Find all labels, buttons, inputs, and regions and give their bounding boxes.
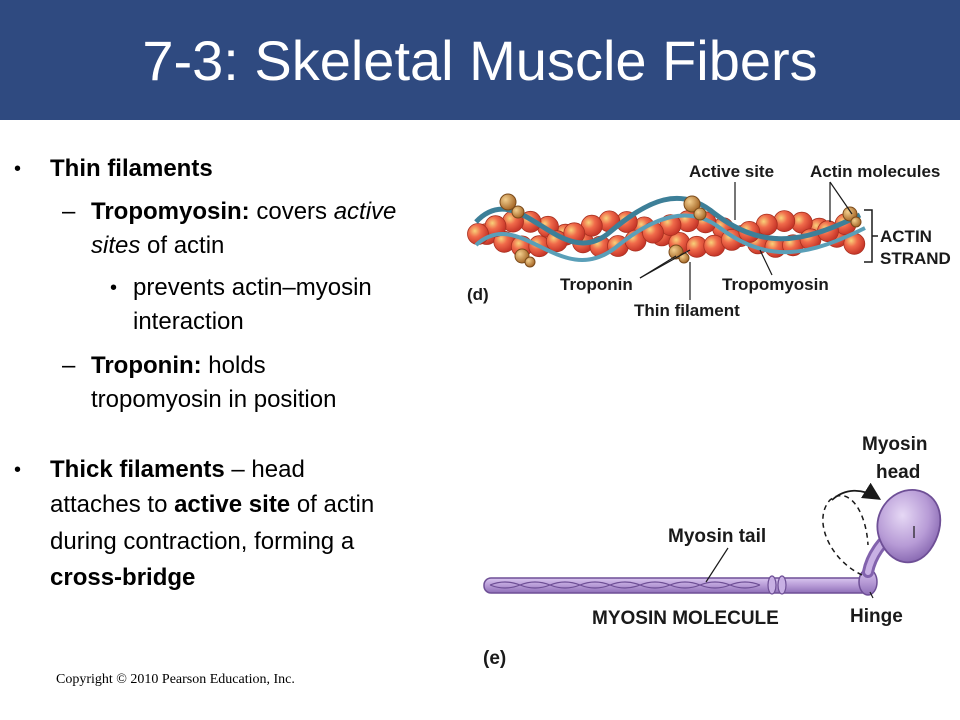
- bullet-thick-line-4: cross-bridge: [50, 564, 196, 591]
- label-myosin-molecule: MYOSIN MOLECULE: [592, 608, 779, 629]
- troponin-complex: [683, 195, 707, 221]
- copyright-notice: Copyright © 2010 Pearson Education, Inc.: [56, 672, 295, 687]
- label-myosin-tail: Myosin tail: [668, 526, 766, 547]
- label-hinge: Hinge: [850, 606, 903, 627]
- thin-filament-diagram: Active site Actin molecules ACTIN STRAND…: [467, 162, 951, 320]
- label-tropomyosin: Tropomyosin: [722, 275, 829, 294]
- sub-bullet-troponin-cont: tropomyosin in position: [91, 386, 337, 413]
- sub-sub-bullet-prevents-cont: interaction: [133, 308, 244, 335]
- sub-bullet-tropomyosin-cont: sites of actin: [91, 232, 225, 259]
- head-motion-arrow: [831, 482, 882, 501]
- myosin-head-alt-position: [822, 494, 869, 576]
- leader-line: [829, 181, 853, 215]
- troponin-complex: [842, 206, 862, 228]
- tropomyosin-strand: [474, 213, 866, 262]
- sub-sub-bullet-prevents: prevents actin–myosin: [133, 274, 372, 301]
- panel-label-e: (e): [483, 648, 506, 669]
- actin-strand-bracket: [864, 209, 878, 263]
- myosin-tail-coil: [489, 581, 761, 589]
- myosin-molecule-diagram: Myosin head Myosin tail MYOSIN MOLECULE …: [483, 434, 942, 669]
- sub-bullet-troponin: Troponin: holds: [91, 352, 266, 379]
- bullet-marker: •: [110, 277, 118, 299]
- bullet-thin-filaments: Thin filaments: [50, 155, 213, 182]
- bullet-thick-line-3: during contraction, forming a: [50, 528, 355, 555]
- myosin-tail-coil: [489, 581, 761, 589]
- troponin-complex: [499, 193, 525, 219]
- bullet-marker: •: [14, 459, 22, 481]
- myosin-tail: [483, 577, 870, 594]
- leader-line: [639, 249, 691, 279]
- label-actin: ACTIN: [880, 227, 932, 246]
- label-head: head: [876, 462, 920, 483]
- tropomyosin-strand: [474, 195, 862, 246]
- dash-marker: –: [62, 352, 76, 379]
- label-active-site: Active site: [689, 162, 774, 181]
- dash-marker: –: [62, 198, 76, 225]
- leader-line: [705, 547, 729, 583]
- bullet-marker: •: [14, 158, 22, 180]
- slide-title: 7-3: Skeletal Muscle Fibers: [142, 29, 818, 92]
- leader-line: [759, 249, 773, 276]
- bullet-thick-line-2: attaches to active site of actin: [50, 491, 375, 518]
- label-strand: STRAND: [880, 249, 951, 268]
- bullet-thick-filaments: Thick filaments – head: [50, 456, 305, 483]
- label-thin-filament: Thin filament: [634, 301, 740, 320]
- label-troponin: Troponin: [560, 275, 633, 294]
- panel-label-d: (d): [467, 285, 489, 304]
- leader-line: [869, 591, 874, 599]
- troponin-complex: [514, 248, 536, 268]
- myosin-ring: [767, 575, 777, 595]
- title-bar: [0, 0, 960, 120]
- label-myosin: Myosin: [862, 434, 927, 455]
- myosin-head: [876, 489, 942, 564]
- myosin-ring: [777, 575, 787, 595]
- label-actin-molecules: Actin molecules: [810, 162, 940, 181]
- sub-bullet-tropomyosin: Tropomyosin: covers active: [91, 198, 397, 225]
